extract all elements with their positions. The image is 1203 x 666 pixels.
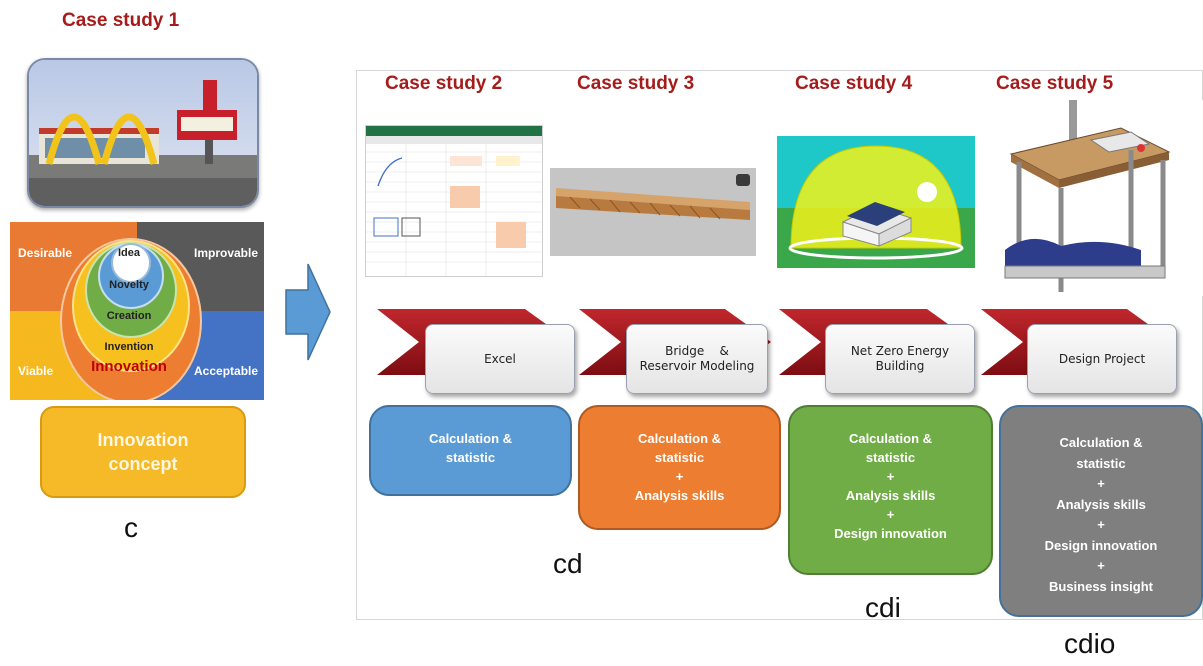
skill-line: + <box>886 469 895 484</box>
skill-line: Analysis skills <box>845 488 936 503</box>
design-project-render <box>991 100 1203 296</box>
skills-box-case-2: Calculation & statistic <box>369 405 572 496</box>
innovation-diagram: Desirable Improvable Viable Acceptable I… <box>10 222 264 400</box>
skill-line: Analysis skills <box>634 488 725 503</box>
skill-line: Calculation & <box>428 431 513 446</box>
skill-line: + <box>675 469 684 484</box>
case-study-5-title: Case study 5 <box>996 73 1114 94</box>
skill-line: Analysis skills <box>1056 496 1146 512</box>
case-study-2-title: Case study 2 <box>385 73 503 94</box>
concept-line-2: concept <box>108 454 178 474</box>
chevron-text: Building <box>875 359 925 373</box>
improvable-label: Improvable <box>194 246 259 260</box>
letter-c: c <box>124 512 138 543</box>
chevron-label-bridge: Bridge & Reservoir Modeling <box>626 324 768 394</box>
skill-line: Calculation & <box>848 431 933 446</box>
right-arrow-icon <box>285 263 331 361</box>
circle-idea <box>111 243 151 283</box>
chevron-text: Bridge & <box>665 344 729 358</box>
novelty-label: Novelty <box>109 279 149 291</box>
chevron-text: Design Project <box>1058 351 1146 366</box>
skill-line: + <box>1097 558 1105 573</box>
chevron-text: Excel <box>484 351 516 366</box>
case-study-3-title: Case study 3 <box>577 73 695 94</box>
viable-label: Viable <box>18 364 54 378</box>
desirable-label: Desirable <box>18 246 73 260</box>
idea-label: Idea <box>117 247 140 259</box>
skill-line: Business insight <box>1048 578 1154 594</box>
chevron-label-excel: Excel <box>425 324 575 394</box>
skills-box-case-3: Calculation & statistic + Analysis skill… <box>578 405 781 530</box>
skill-line: statistic <box>445 450 496 465</box>
letter-cdio: cdio <box>1064 628 1116 659</box>
chevron-text: Net Zero Energy <box>850 344 950 358</box>
net-zero-building-render <box>777 136 975 268</box>
chevron-label-design: Design Project <box>1027 324 1177 394</box>
skill-line: + <box>1097 476 1105 491</box>
invention-label: Invention <box>104 341 154 353</box>
letter-cd: cd <box>553 548 583 579</box>
innovation-concept-box: Innovation concept <box>40 406 246 498</box>
excel-spreadsheet-image <box>365 125 543 277</box>
creation-label: Creation <box>106 310 152 322</box>
acceptable-label: Acceptable <box>194 364 259 378</box>
concept-line-1: Innovation <box>97 430 189 450</box>
bridge-model-image <box>550 168 756 256</box>
chevron-text: Reservoir Modeling <box>639 359 755 373</box>
skill-line: statistic <box>865 450 916 465</box>
skill-line: statistic <box>654 450 705 465</box>
skills-box-case-4: Calculation & statistic + Analysis skill… <box>788 405 993 575</box>
case-study-1-title: Case study 1 <box>62 10 180 31</box>
skills-box-case-5: Calculation & statistic + Analysis skill… <box>999 405 1203 617</box>
letter-cdi: cdi <box>865 592 901 623</box>
skill-line: + <box>886 507 895 522</box>
skill-line: Design innovation <box>834 526 947 541</box>
skill-line: Calculation & <box>1059 435 1143 450</box>
innovation-label: Innovation <box>91 358 167 375</box>
case-study-4-title: Case study 4 <box>795 73 913 94</box>
skill-line: Calculation & <box>637 431 722 446</box>
skill-line: Design innovation <box>1044 537 1158 553</box>
mcdonalds-photo <box>27 58 259 208</box>
skill-line: statistic <box>1076 455 1126 471</box>
chevron-label-net-zero: Net Zero Energy Building <box>825 324 975 394</box>
skill-line: + <box>1097 517 1105 532</box>
